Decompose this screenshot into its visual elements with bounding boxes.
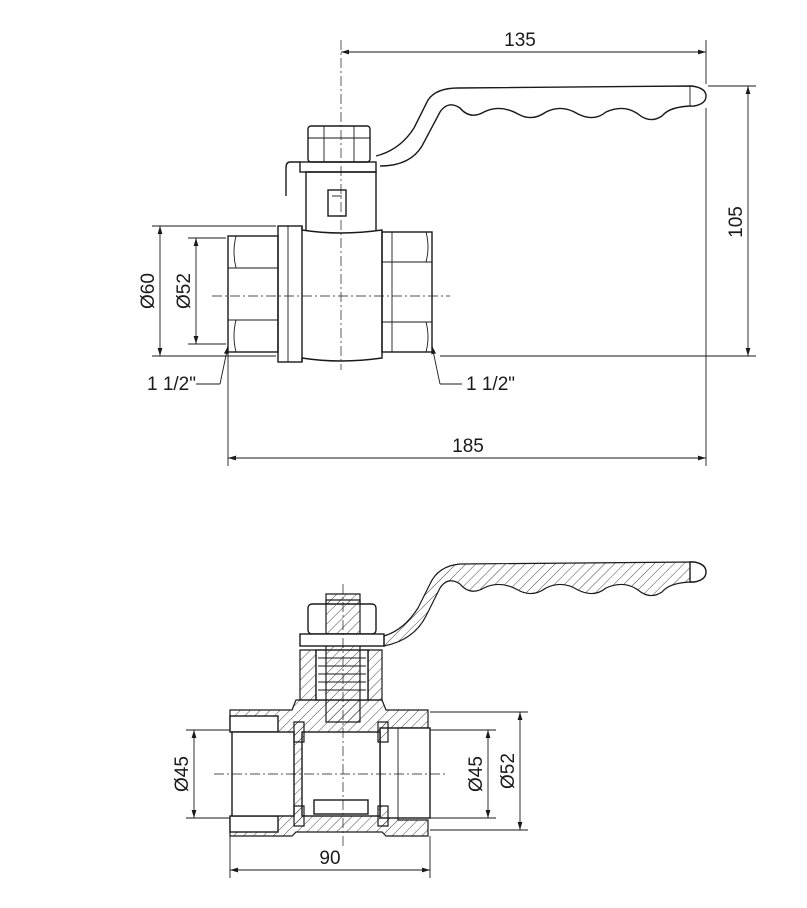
- dim-bore-left: Ø45: [172, 729, 230, 819]
- label-handle-length: 135: [504, 30, 536, 51]
- right-hex-coupling: [381, 231, 433, 353]
- left-hex-coupling: [227, 235, 279, 353]
- valve-exterior-view: [227, 85, 707, 363]
- label-bore-right: Ø45: [466, 756, 487, 792]
- thread-callout-left: 1 1/2": [147, 345, 229, 395]
- dim-outer-diameter-bottom: Ø52: [430, 711, 528, 831]
- label-body-length: 90: [319, 848, 340, 869]
- lever-handle: [375, 85, 707, 167]
- lever-handle-section: [383, 561, 707, 647]
- left-collar: [277, 225, 303, 363]
- label-bore-left: Ø45: [172, 756, 193, 792]
- label-thread-right: 1 1/2": [466, 374, 515, 395]
- label-inner-diameter-top: Ø52: [174, 273, 195, 309]
- thread-callout-right: 1 1/2": [431, 345, 515, 395]
- label-overall-length: 185: [452, 436, 484, 457]
- label-outer-diameter-bottom: Ø52: [498, 753, 519, 789]
- dim-handle-length: 135: [341, 30, 707, 84]
- dim-overall-height: 105: [440, 85, 756, 357]
- dim-body-length: 90: [229, 836, 431, 878]
- dim-inner-diameter-top: Ø52: [174, 237, 226, 345]
- valve-body: [301, 226, 383, 362]
- dim-overall-length: 185: [227, 108, 707, 466]
- label-outer-diameter-top: Ø60: [138, 273, 159, 309]
- stem-nut: [307, 125, 371, 163]
- dim-bore-right: Ø45: [430, 729, 496, 819]
- stop-tab: [285, 161, 300, 196]
- label-overall-height: 105: [726, 206, 747, 238]
- washer: [299, 161, 377, 173]
- position-indicator: [327, 189, 347, 217]
- label-thread-left: 1 1/2": [147, 374, 196, 395]
- valve-section-view: [229, 561, 707, 837]
- dim-outer-diameter-top: Ø60: [138, 225, 276, 357]
